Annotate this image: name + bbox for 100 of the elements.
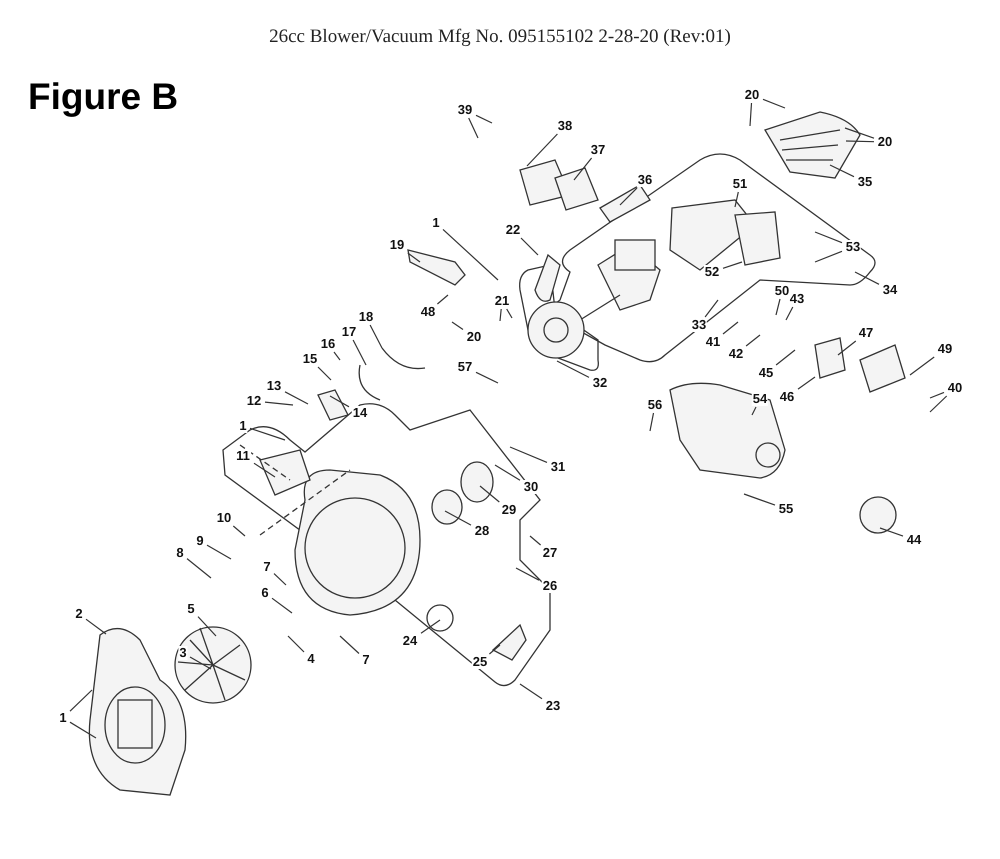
leader-line bbox=[352, 340, 367, 366]
callout-number: 26 bbox=[542, 579, 558, 593]
callout-number: 51 bbox=[732, 177, 748, 191]
callout-number: 5 bbox=[186, 602, 196, 616]
leader-line bbox=[775, 298, 781, 316]
callout-number: 21 bbox=[494, 294, 510, 308]
leader-line bbox=[452, 322, 464, 330]
leader-line bbox=[814, 250, 842, 263]
leader-line bbox=[722, 261, 742, 269]
leader-line bbox=[844, 127, 874, 139]
callout-number: 42 bbox=[728, 347, 744, 361]
callout-number: 18 bbox=[358, 310, 374, 324]
callout-number: 12 bbox=[246, 394, 262, 408]
callout-number: 54 bbox=[752, 392, 768, 406]
leader-line bbox=[846, 140, 874, 142]
leader-line bbox=[798, 376, 816, 390]
leader-line bbox=[749, 102, 752, 126]
leader-line bbox=[264, 402, 294, 406]
callout-number: 32 bbox=[592, 376, 608, 390]
callout-number: 11 bbox=[235, 449, 251, 463]
callout-number: 20 bbox=[466, 330, 482, 344]
callout-number: 57 bbox=[456, 360, 474, 374]
leader-line bbox=[814, 231, 842, 244]
leader-line bbox=[468, 118, 479, 138]
leader-line bbox=[288, 636, 304, 652]
callout-number: 33 bbox=[690, 318, 708, 332]
callout-number: 7 bbox=[262, 560, 272, 574]
leader-line bbox=[489, 644, 500, 654]
leader-line bbox=[334, 352, 340, 360]
leader-line bbox=[510, 446, 548, 463]
leader-line bbox=[254, 462, 276, 478]
leader-line bbox=[785, 306, 794, 320]
leader-line bbox=[284, 391, 308, 405]
callout-number: 22 bbox=[504, 223, 522, 237]
leader-line bbox=[620, 188, 638, 206]
callout-number: 20 bbox=[876, 135, 894, 149]
leader-line bbox=[190, 656, 212, 670]
callout-number: 56 bbox=[646, 398, 664, 412]
callout-number: 23 bbox=[544, 699, 562, 713]
leader-line bbox=[232, 526, 246, 536]
leader-line bbox=[198, 616, 216, 636]
leader-line bbox=[556, 360, 590, 378]
leader-line bbox=[776, 350, 796, 366]
leader-line bbox=[330, 395, 350, 408]
leader-line bbox=[272, 598, 292, 614]
callout-number: 29 bbox=[500, 503, 518, 517]
callout-number: 48 bbox=[420, 305, 436, 319]
leader-line bbox=[274, 573, 286, 586]
leader-line bbox=[854, 271, 880, 285]
leader-line bbox=[930, 392, 944, 399]
callout-number: 7 bbox=[361, 653, 371, 667]
leader-line bbox=[838, 340, 856, 356]
callout-number: 36 bbox=[636, 173, 654, 187]
leader-line bbox=[520, 238, 538, 256]
leader-line bbox=[476, 114, 492, 124]
leader-line bbox=[880, 527, 904, 537]
leader-line bbox=[516, 567, 540, 581]
leader-line bbox=[499, 308, 502, 322]
callout-number: 50 bbox=[774, 284, 790, 298]
callout-number: 52 bbox=[704, 265, 720, 279]
callout-number: 1 bbox=[58, 711, 68, 725]
callout-number: 44 bbox=[906, 533, 922, 547]
leader-line bbox=[722, 322, 738, 334]
leader-line bbox=[476, 372, 498, 384]
leader-line bbox=[250, 428, 286, 441]
callout-number: 31 bbox=[550, 460, 566, 474]
leader-line bbox=[910, 356, 935, 376]
leader-line bbox=[746, 334, 760, 346]
leader-line bbox=[318, 366, 332, 380]
leader-line bbox=[830, 164, 854, 178]
callout-number: 40 bbox=[946, 381, 964, 395]
callout-number: 1 bbox=[238, 419, 248, 433]
leader-line bbox=[506, 308, 513, 318]
leader-line bbox=[574, 158, 592, 180]
leader-line bbox=[704, 300, 718, 318]
leader-line bbox=[526, 134, 558, 166]
callout-number: 3 bbox=[178, 646, 188, 660]
leader-line bbox=[420, 620, 440, 634]
callout-number: 10 bbox=[216, 511, 232, 525]
leader-line bbox=[340, 636, 360, 654]
callout-number: 37 bbox=[590, 143, 606, 157]
callout-number: 8 bbox=[175, 546, 185, 560]
leader-line bbox=[520, 684, 542, 700]
callout-number: 19 bbox=[388, 238, 406, 252]
callout-number: 20 bbox=[744, 88, 760, 102]
callout-number: 9 bbox=[195, 534, 205, 548]
callout-number: 27 bbox=[542, 546, 558, 560]
leader-line bbox=[186, 558, 212, 578]
callout-number: 24 bbox=[402, 634, 418, 648]
callout-number: 34 bbox=[882, 283, 898, 297]
callout-number: 43 bbox=[788, 292, 806, 306]
callout-number: 14 bbox=[352, 406, 368, 420]
callout-number: 49 bbox=[936, 342, 954, 356]
leader-line bbox=[437, 294, 448, 304]
callout-number: 45 bbox=[758, 366, 774, 380]
callout-number: 15 bbox=[302, 352, 318, 366]
leader-line bbox=[734, 192, 739, 208]
leader-line bbox=[649, 412, 654, 432]
leader-line bbox=[70, 722, 96, 739]
callout-number: 53 bbox=[844, 240, 862, 254]
